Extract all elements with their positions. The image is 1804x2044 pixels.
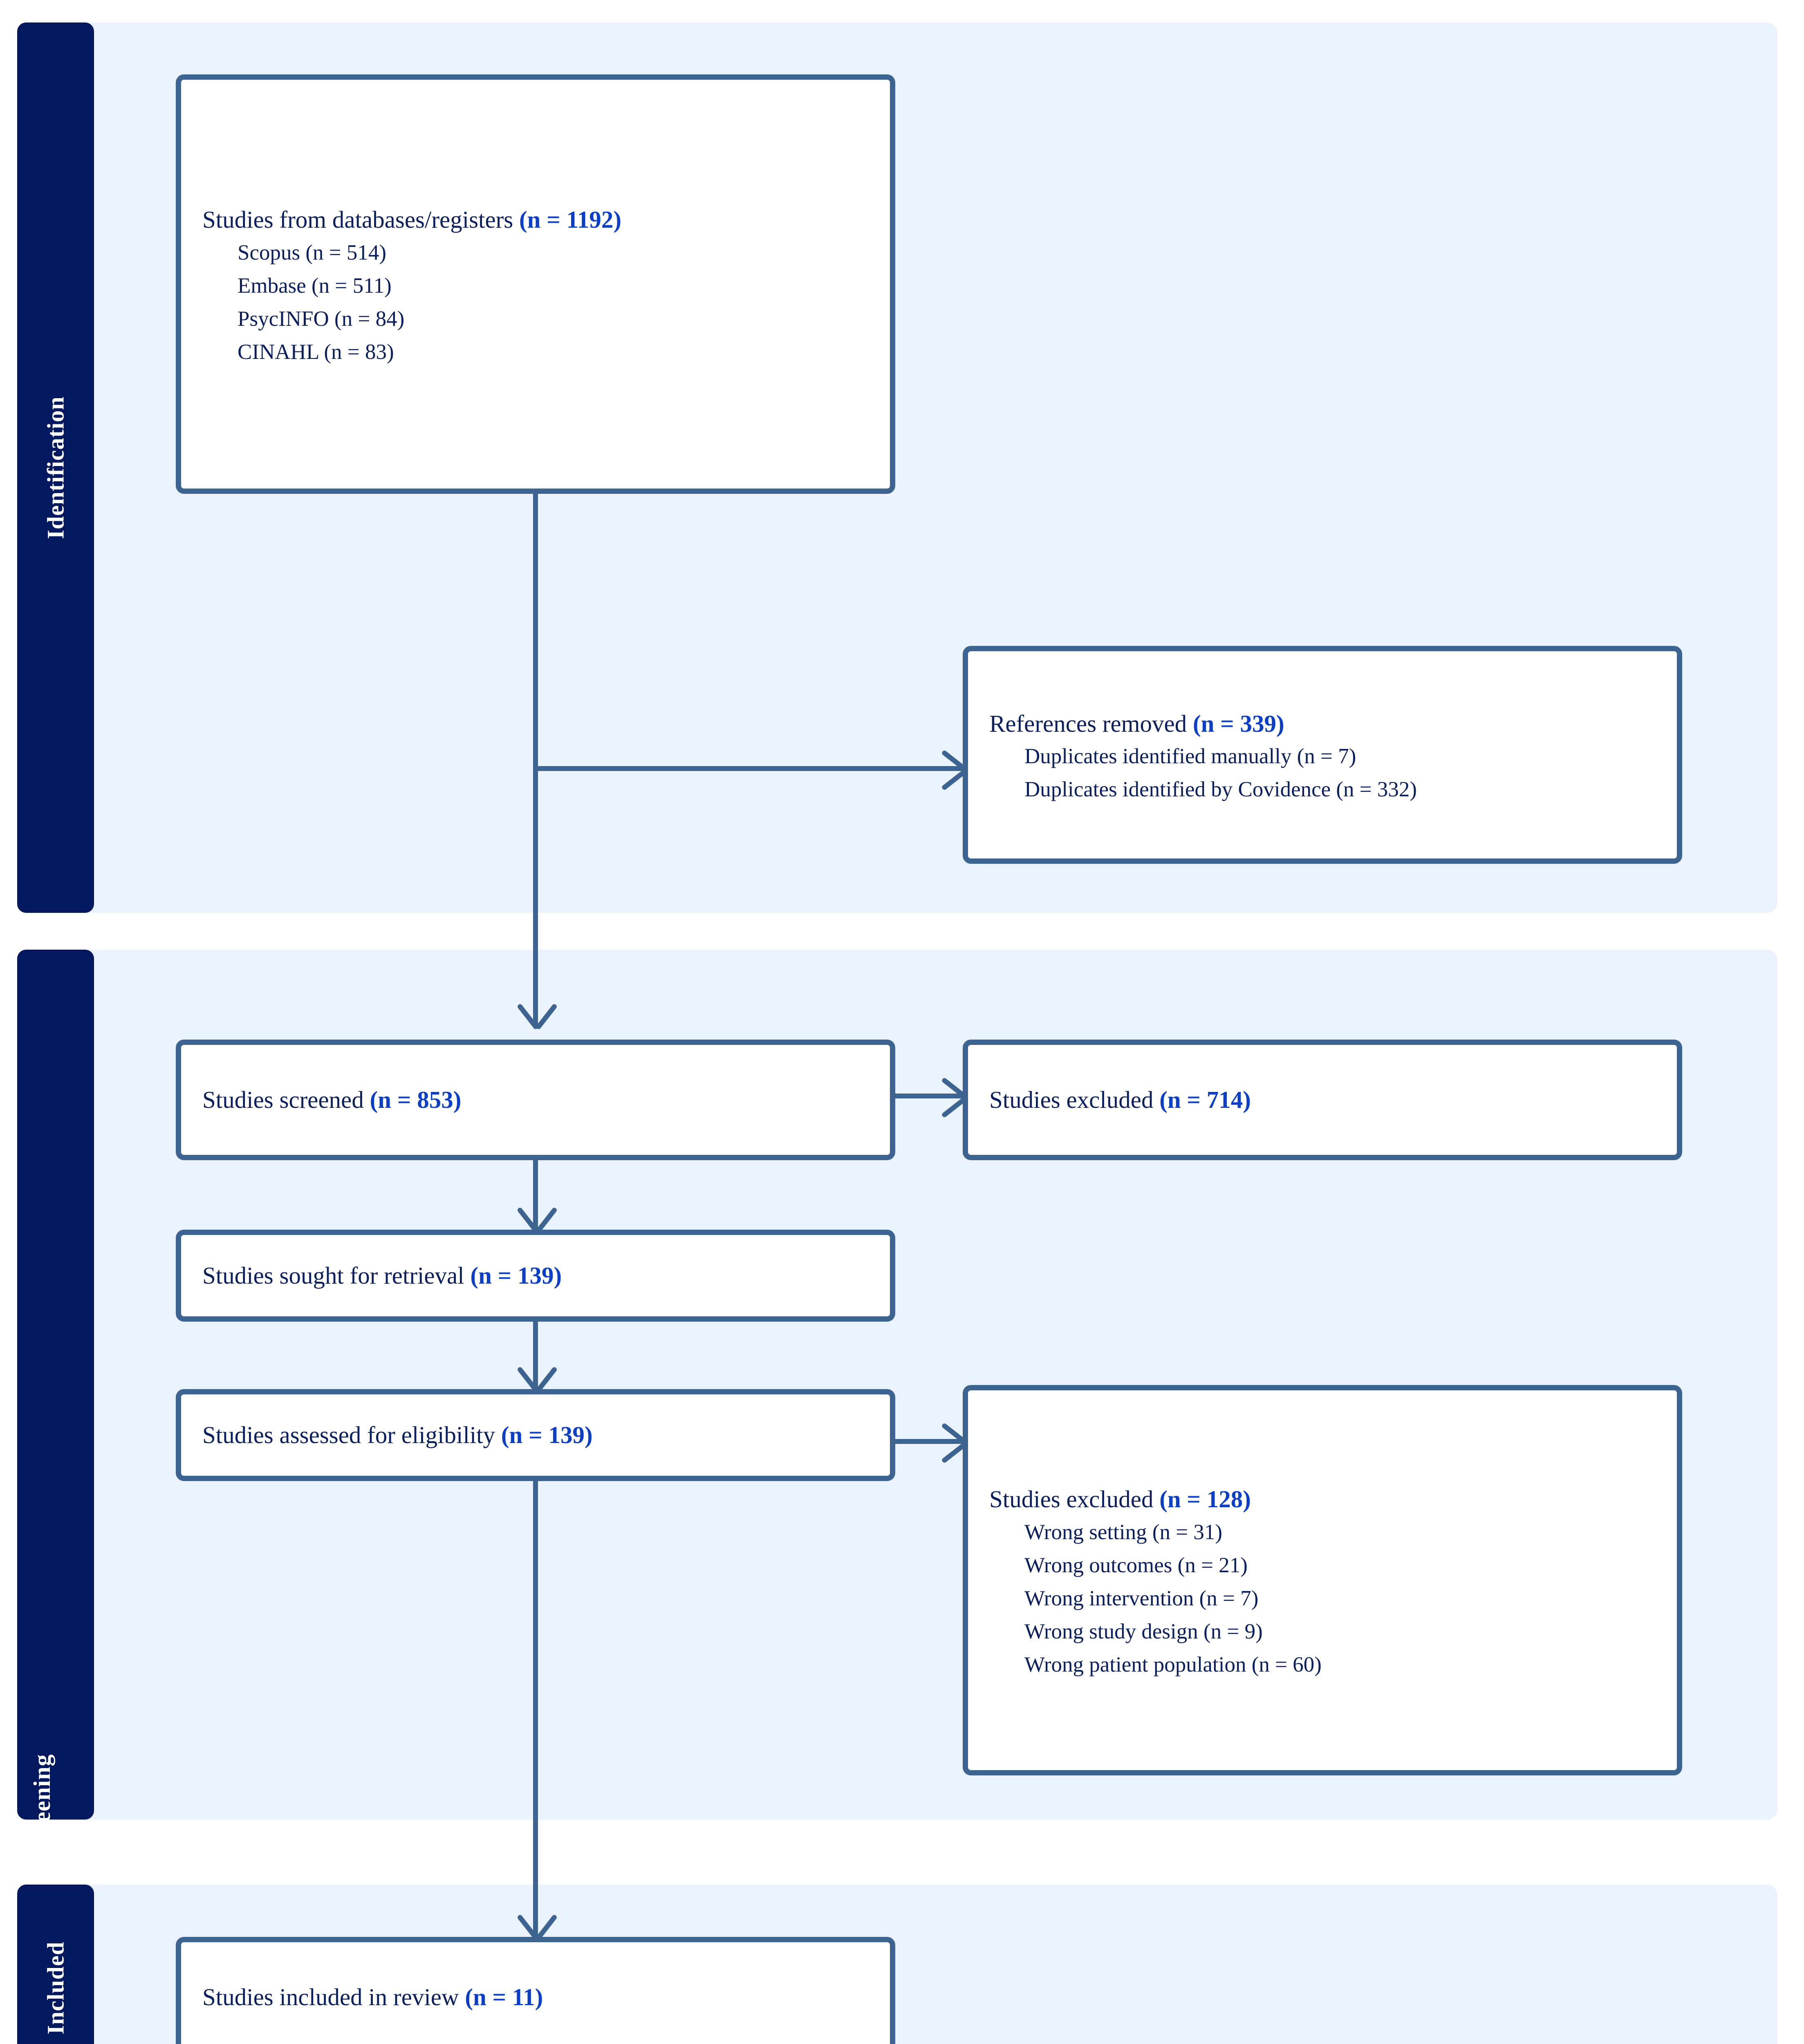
box-studies-screened[interactable]: Studies screened (n = 853): [176, 1040, 895, 1160]
list-item: Wrong outcomes (n = 21): [1024, 1553, 1248, 1577]
box-studies-excluded-eligibility[interactable]: Studies excluded (n = 128) Wrong setting…: [963, 1385, 1682, 1775]
box-studies-excluded-eligibility-title-text: Studies excluded: [989, 1486, 1160, 1513]
box-studies-excluded-screening[interactable]: Studies excluded (n = 714): [963, 1040, 1682, 1160]
list-item: Wrong setting (n = 31): [1024, 1520, 1223, 1544]
connector-databases-trunk: [533, 494, 538, 1025]
connector-sought-to-assessed: [533, 1320, 538, 1389]
connector-screened-to-excluded: [894, 1094, 965, 1098]
box-references-removed-count: (n = 339): [1192, 710, 1284, 737]
box-databases-title: Studies from databases/registers (n = 11…: [181, 205, 890, 235]
box-studies-screened-count: (n = 853): [370, 1086, 462, 1113]
box-studies-assessed-eligibility[interactable]: Studies assessed for eligibility (n = 13…: [176, 1389, 895, 1481]
list-item: Wrong study design (n = 9): [1024, 1619, 1263, 1643]
box-studies-excluded-screening-title: Studies excluded (n = 714): [968, 1085, 1677, 1115]
list-item: PsycINFO (n = 84): [238, 307, 405, 331]
list-item: Wrong intervention (n = 7): [1024, 1586, 1259, 1610]
connector-screened-to-sought: [533, 1160, 538, 1230]
phase-bar-identification: Identification: [17, 22, 94, 913]
box-studies-sought-retrieval-title-text: Studies sought for retrieval: [202, 1262, 471, 1289]
phase-bar-screening: Screening: [17, 950, 94, 1820]
list-item: Duplicates identified manually (n = 7): [1024, 744, 1356, 769]
box-databases-count: (n = 1192): [519, 206, 621, 233]
phase-bar-included: Included: [17, 1885, 94, 2044]
list-item: Scopus (n = 514): [238, 240, 387, 264]
box-references-removed[interactable]: References removed (n = 339) Duplicates …: [963, 646, 1682, 864]
box-studies-sought-retrieval-count: (n = 139): [470, 1262, 562, 1289]
box-databases-title-text: Studies from databases/registers: [202, 206, 520, 233]
box-studies-excluded-eligibility-count: (n = 128): [1159, 1486, 1251, 1513]
connector-assessed-to-excluded: [894, 1439, 965, 1444]
box-studies-included-review-title-text: Studies included in review: [202, 1983, 465, 2010]
box-studies-screened-title-text: Studies screened: [202, 1086, 370, 1113]
box-studies-excluded-eligibility-title: Studies excluded (n = 128): [968, 1485, 1677, 1514]
box-studies-included-review-title: Studies included in review (n = 11): [181, 1983, 890, 2012]
box-databases-sublist: Scopus (n = 514) Embase (n = 511) PsycIN…: [181, 242, 890, 363]
box-studies-screened-title: Studies screened (n = 853): [181, 1085, 890, 1115]
box-studies-sought-retrieval[interactable]: Studies sought for retrieval (n = 139): [176, 1230, 895, 1322]
connector-to-references-removed: [533, 766, 962, 771]
list-item: Wrong patient population (n = 60): [1024, 1652, 1322, 1676]
box-studies-excluded-screening-count: (n = 714): [1159, 1086, 1251, 1113]
box-studies-included-review-count: (n = 11): [465, 1983, 543, 2010]
box-databases[interactable]: Studies from databases/registers (n = 11…: [176, 74, 895, 494]
box-studies-excluded-eligibility-sublist: Wrong setting (n = 31) Wrong outcomes (n…: [968, 1520, 1677, 1676]
box-references-removed-title-text: References removed: [989, 710, 1193, 737]
list-item: Duplicates identified by Covidence (n = …: [1024, 778, 1417, 802]
phase-label-screening: Screening: [29, 1754, 55, 1820]
box-studies-included-review[interactable]: Studies included in review (n = 11): [176, 1937, 895, 2044]
box-studies-assessed-eligibility-count: (n = 139): [501, 1421, 593, 1448]
phase-label-included: Included: [42, 1941, 69, 2035]
phase-label-identification: Identification: [42, 396, 69, 539]
box-studies-excluded-screening-title-text: Studies excluded: [989, 1086, 1160, 1113]
list-item: Embase (n = 511): [238, 273, 392, 298]
box-studies-sought-retrieval-title: Studies sought for retrieval (n = 139): [181, 1261, 890, 1291]
box-studies-assessed-eligibility-title-text: Studies assessed for eligibility: [202, 1421, 501, 1448]
list-item: CINAHL (n = 83): [238, 340, 394, 364]
connector-assessed-to-included: [533, 1479, 538, 1937]
box-references-removed-title: References removed (n = 339): [968, 709, 1677, 739]
box-studies-assessed-eligibility-title: Studies assessed for eligibility (n = 13…: [181, 1421, 890, 1450]
box-references-removed-sublist: Duplicates identified manually (n = 7) D…: [968, 746, 1677, 800]
